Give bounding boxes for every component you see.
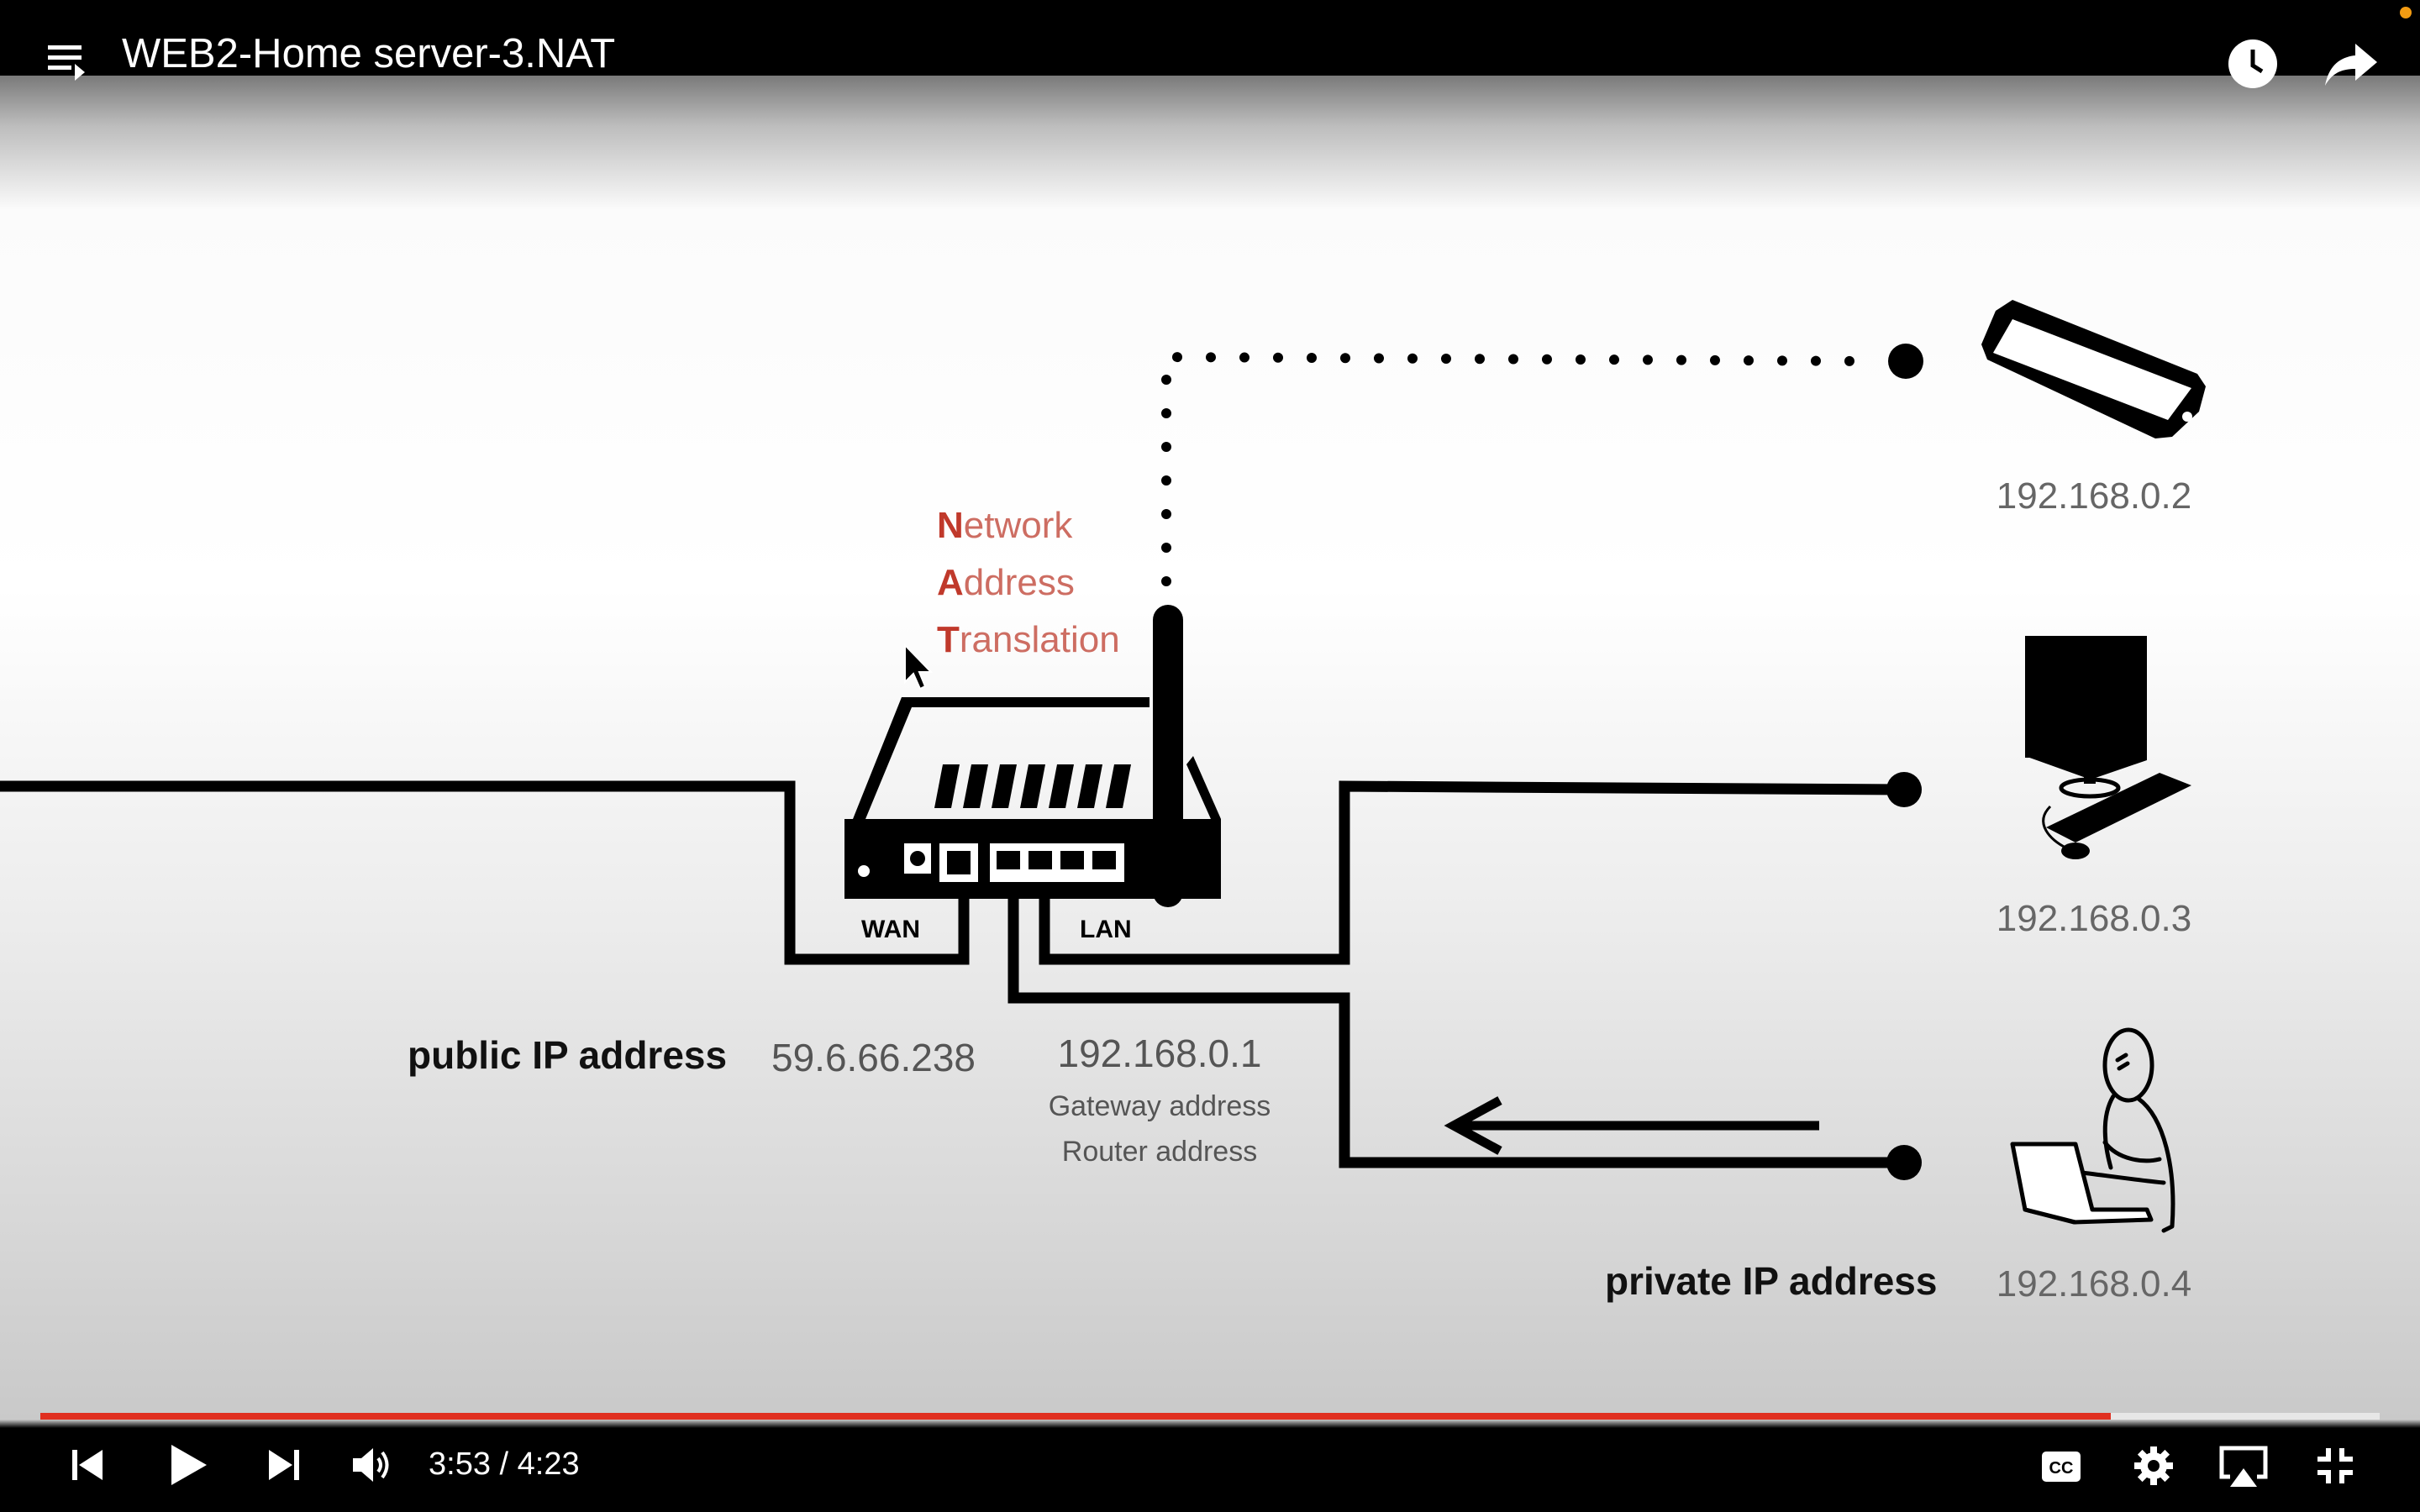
captions-button[interactable]: CC (2040, 1450, 2082, 1483)
volume-button[interactable] (351, 1445, 395, 1485)
nat-network-text: Network (937, 505, 1073, 546)
arrow-left-icon (1444, 1096, 1819, 1155)
skip-next-icon (269, 1450, 299, 1480)
lan-label: LAN (1080, 916, 1132, 943)
exit-fullscreen-icon (2317, 1448, 2353, 1483)
lan-cable-laptop (1007, 865, 1903, 1168)
endpoint-phone (1888, 344, 1923, 379)
public-ip-value: 59.6.66.238 (771, 1036, 976, 1079)
desktop-icon (2025, 636, 2191, 859)
top-bar: WEB2-Home server-3.NAT (0, 0, 2420, 88)
phone-icon (1981, 300, 2206, 438)
share-icon (2325, 44, 2377, 86)
play-icon (171, 1445, 207, 1485)
clock-icon (2228, 39, 2277, 88)
notification-dot (2400, 7, 2412, 18)
public-ip-label: public IP address (408, 1033, 727, 1077)
phone-ip: 192.168.0.2 (1996, 475, 2191, 517)
progress-bar[interactable] (40, 1408, 2380, 1425)
desktop-ip: 192.168.0.3 (1996, 898, 2191, 939)
router-icon (844, 605, 1221, 907)
volume-icon (353, 1448, 389, 1482)
skip-previous-icon (72, 1450, 103, 1480)
gear-icon (2134, 1446, 2173, 1485)
time-display: 3:53 / 4:23 (429, 1446, 580, 1482)
endpoint-desktop (1886, 772, 1922, 807)
next-button[interactable] (266, 1446, 302, 1483)
mouse-cursor-icon (904, 643, 934, 690)
playlist-icon (48, 45, 85, 81)
exit-fullscreen-button[interactable] (2314, 1445, 2356, 1487)
router-address-label: Router address (1062, 1136, 1257, 1168)
nat-address-text: Address (937, 562, 1075, 603)
previous-button[interactable] (69, 1446, 106, 1483)
wireless-link (1161, 351, 1875, 586)
cc-icon: CC (2042, 1452, 2081, 1482)
airplay-icon (2219, 1446, 2268, 1487)
lan-cable-desktop (1039, 780, 1904, 965)
svg-text:CC: CC (2049, 1459, 2074, 1478)
private-ip-label: private IP address (1605, 1259, 1937, 1303)
gateway-address-label: Gateway address (1049, 1090, 1271, 1122)
wan-cable (0, 780, 970, 965)
nat-translation-text: Translation (937, 619, 1120, 660)
gateway-ip-value: 192.168.0.1 (1057, 1032, 1261, 1075)
wan-label: WAN (861, 916, 920, 943)
endpoint-laptop (1886, 1145, 1922, 1180)
share-button[interactable] (2323, 40, 2379, 87)
laptop-user-icon (2010, 1027, 2175, 1233)
laptop-ip: 192.168.0.4 (1996, 1263, 2191, 1305)
playlist-button[interactable] (46, 40, 88, 84)
progress-played (40, 1413, 2111, 1420)
play-button[interactable] (168, 1443, 208, 1487)
watch-later-button[interactable] (2227, 38, 2279, 90)
video-title: WEB2-Home server-3.NAT (122, 31, 616, 76)
settings-button[interactable] (2133, 1445, 2175, 1487)
airplay-button[interactable] (2218, 1445, 2269, 1490)
